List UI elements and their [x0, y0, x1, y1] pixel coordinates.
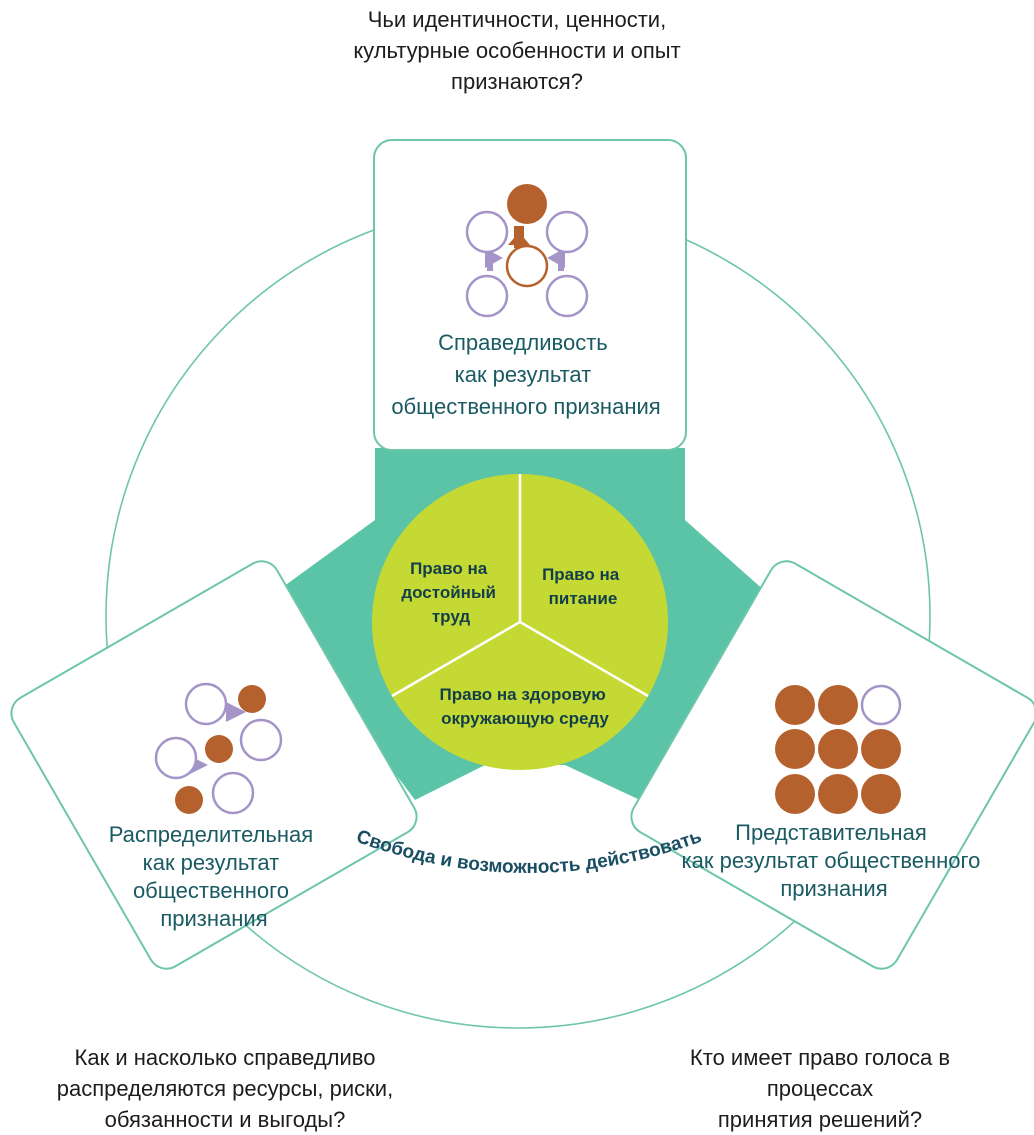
question-line: принятия решений? [717, 1107, 923, 1132]
rights-circle: Право на достойный труд Право на питание… [372, 474, 668, 770]
card-recognition: Справедливость как результат общественно… [373, 139, 687, 451]
question-line: признаются? [451, 69, 583, 94]
card-title-line: общественного [133, 878, 289, 903]
question-line: культурные особенности и опыт [353, 38, 681, 63]
question-line: Кто имеет право голоса в [689, 1045, 951, 1070]
card-representation: Представительная как результат обществен… [630, 560, 1034, 970]
question-line: процессах [766, 1076, 874, 1101]
question-line: Как и насколько справедливо [74, 1045, 376, 1070]
svg-text:Распределительная как ре: Распределительная как результат обществе… [109, 822, 320, 931]
question-line: обязанности и выгоды? [104, 1107, 346, 1132]
card-title-line: Справедливость [438, 330, 608, 355]
card-title-line: признания [780, 876, 887, 901]
question-representation: Кто имеет право голоса в процессах приня… [640, 1042, 1000, 1135]
card-title-line: общественного признания [391, 394, 660, 419]
card-title-line: как результат [455, 362, 592, 387]
card-title-line: Представительная [735, 820, 927, 845]
card-title-line: как результат [143, 850, 280, 875]
card-title-line: как результат общественного [682, 848, 981, 873]
svg-text:Справедливость как резул: Справедливость как результат общественно… [391, 330, 660, 419]
segment-decent-work: Право на достойный труд [401, 559, 500, 626]
question-line: Чьи идентичности, ценности, [367, 7, 667, 32]
segment-food: Право на питание [542, 565, 624, 608]
card-title-line: Распределительная [109, 822, 313, 847]
question-line: распределяются ресурсы, риски, [56, 1076, 394, 1101]
card-title-line: признания [160, 906, 267, 931]
representation-icon [775, 684, 902, 814]
card-distribution: Распределительная как результат обществе… [10, 560, 418, 970]
distribution-icon [154, 682, 283, 815]
segment-healthy-environment: Право на здоровую окружающую среду [440, 685, 611, 728]
question-distribution: Как и насколько справедливо распределяют… [10, 1042, 440, 1135]
question-recognition: Чьи идентичности, ценности, культурные о… [267, 4, 767, 97]
recognition-icon [465, 184, 589, 318]
svg-text:Представительная как рез: Представительная как результат обществен… [682, 820, 987, 901]
